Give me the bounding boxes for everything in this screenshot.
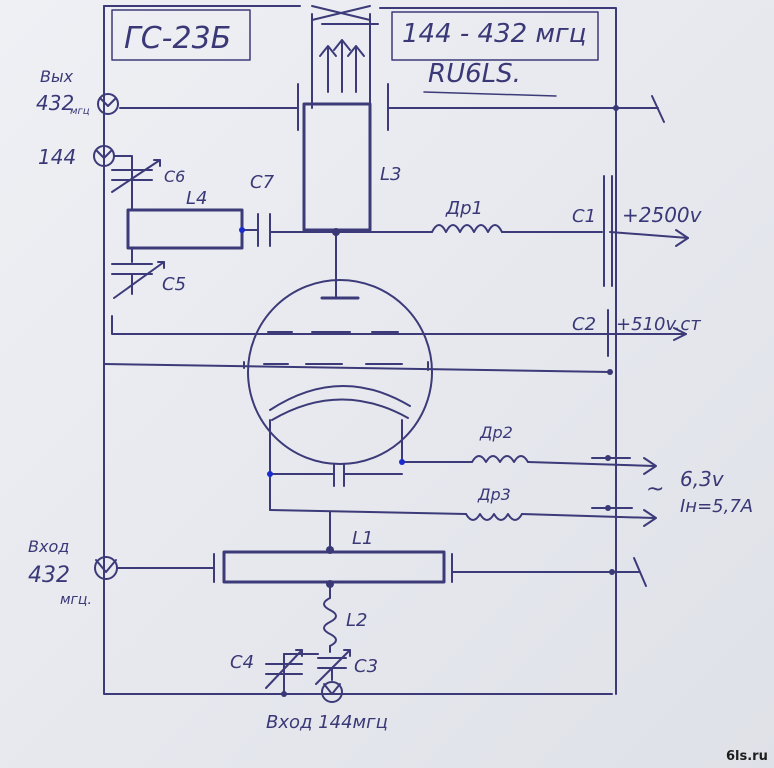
c4-capacitor: [265, 649, 319, 695]
in-144-label: Вход 144мгц: [266, 712, 388, 733]
anode-cavity: [119, 5, 665, 232]
callsign-underline: [423, 91, 557, 97]
heater-current: Iн=5,7A: [680, 496, 753, 517]
filament-dot-b: [605, 505, 611, 511]
control-grid-line: [103, 361, 611, 373]
l2-coil: [323, 597, 337, 653]
dr2-label: Др2: [479, 423, 513, 442]
callsign-label: RU6LS.: [428, 59, 521, 89]
filament-wiring: [269, 419, 657, 527]
port-in-144[interactable]: [321, 681, 343, 703]
out-432-unit: мгц: [70, 106, 90, 117]
in-432-unit: мгц.: [60, 592, 92, 608]
heater-voltage: 6,3v: [680, 467, 725, 491]
watermark: 6ls.ru: [726, 749, 768, 764]
screen-grid-line: [111, 309, 687, 357]
anode-node-dot: [332, 228, 340, 236]
c3-label: C3: [354, 656, 378, 677]
ground-dot-left: [281, 691, 287, 697]
out-432-value: 432: [36, 91, 74, 115]
in-432-word: Вход: [28, 537, 69, 556]
l4-line: [126, 189, 244, 263]
c7-label: C7: [250, 172, 275, 193]
c2-label: C2: [572, 314, 596, 335]
tube-envelope: [247, 279, 433, 465]
filament-dot-right: [399, 459, 405, 465]
cathode-cavity-l1: [117, 511, 647, 599]
dr3-label: Др3: [477, 485, 511, 504]
band-label: 144 - 432 мгц: [402, 19, 586, 49]
filament-dot-a: [605, 455, 611, 461]
filament-dot-left: [267, 471, 273, 477]
c3-capacitor: [315, 649, 351, 685]
chassis-frame: [103, 5, 617, 695]
c1-label: C1: [572, 206, 596, 227]
title-box-model: [111, 9, 251, 61]
screen-voltage: +510v.ст: [616, 314, 701, 335]
tilde-label: ~: [646, 477, 664, 502]
l1-bottom-dot: [326, 580, 334, 588]
dr1-label: Др1: [445, 198, 483, 219]
c5-capacitor: [111, 261, 165, 299]
grid-node-dot: [607, 369, 613, 375]
l1-label: L1: [352, 528, 373, 549]
l3-label: L3: [380, 164, 401, 185]
anode-voltage: +2500v: [622, 203, 703, 227]
c4-label: C4: [230, 652, 254, 673]
l2-label: L2: [346, 610, 367, 631]
l1-right-dot: [609, 569, 615, 575]
l4-tap-dot: [239, 227, 245, 233]
port-out-432[interactable]: [97, 93, 119, 115]
port-144[interactable]: [93, 145, 133, 209]
out-432-word: Вых: [40, 67, 74, 86]
port-in-432[interactable]: [94, 556, 118, 580]
anode-feed: [335, 224, 689, 299]
bus-dot-top: [613, 105, 619, 111]
l4-label: L4: [186, 188, 207, 209]
c6-capacitor: [111, 159, 161, 193]
label-144: 144: [38, 145, 76, 169]
tube-model-label: ГС-23Б: [124, 21, 231, 56]
title-box-band: [391, 11, 599, 61]
l1-top-dot: [326, 546, 334, 554]
c1-capacitor: [603, 175, 613, 287]
c6-label: C6: [164, 167, 185, 186]
in-432-value: 432: [28, 563, 70, 588]
c5-label: C5: [162, 274, 186, 295]
